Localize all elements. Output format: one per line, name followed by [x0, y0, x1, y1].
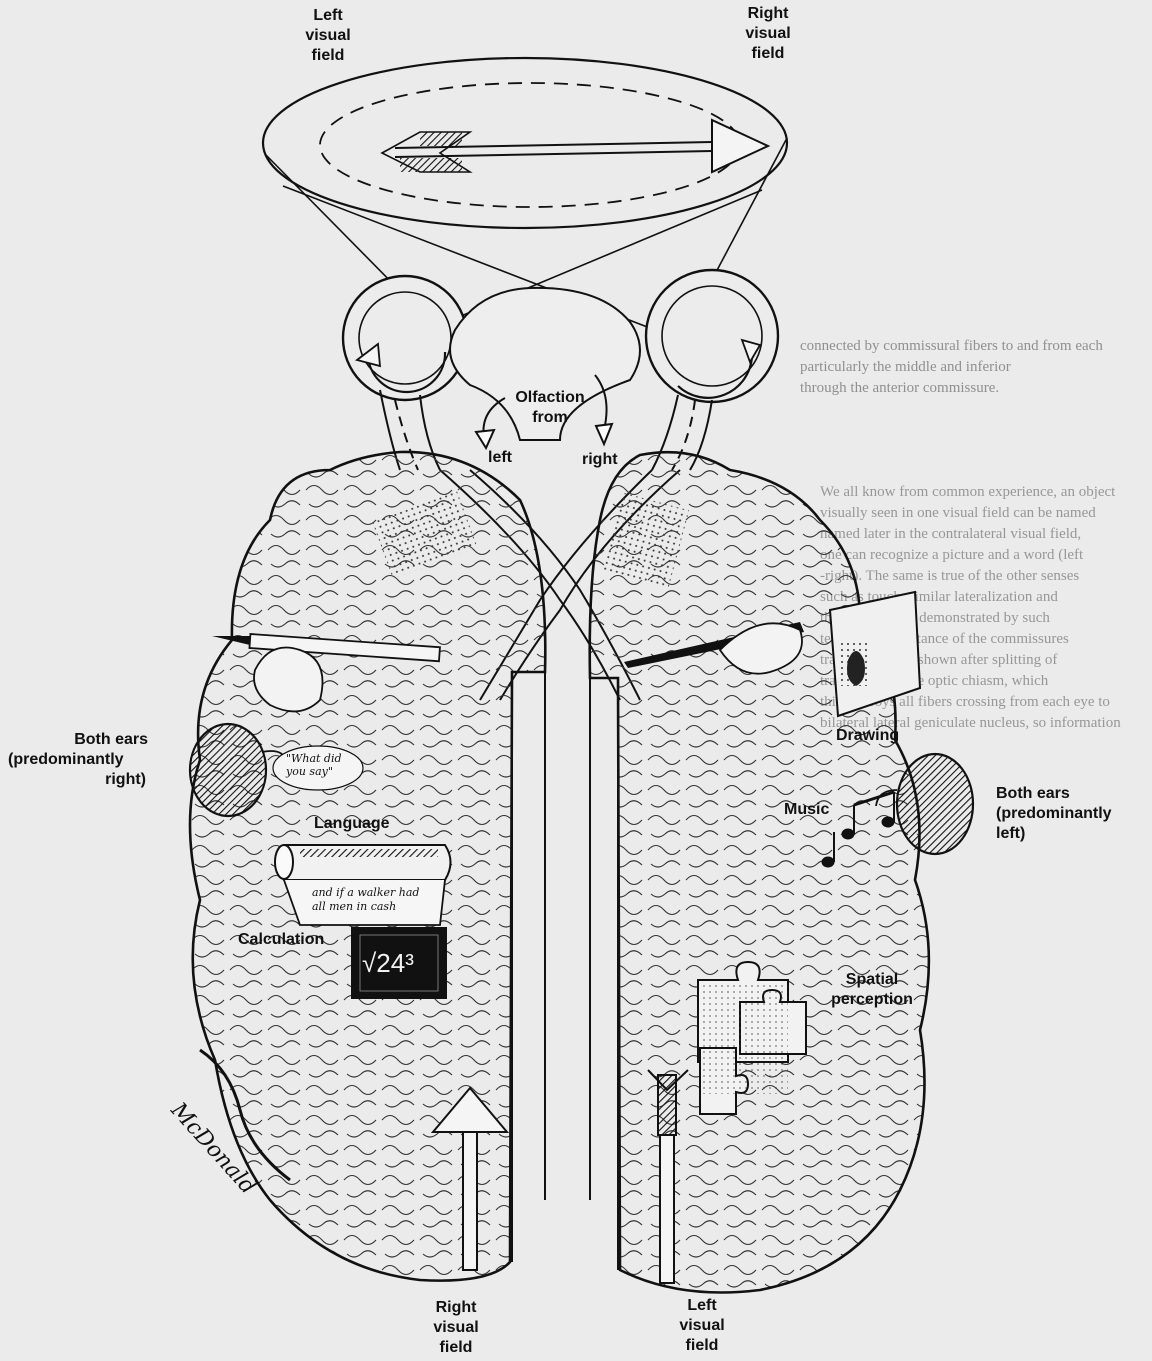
label-line: Right	[418, 1298, 494, 1318]
label-line: visual	[418, 1318, 494, 1338]
label-line: Right	[730, 4, 806, 24]
label-line: (predominantly	[8, 750, 158, 770]
label-line: right)	[8, 770, 158, 790]
label-line: you say"	[286, 765, 342, 778]
speech-bubble-text: "What did you say"	[286, 752, 342, 778]
label-language: Language	[314, 814, 390, 834]
puzzle-texture	[702, 984, 788, 1094]
label-line: Left	[664, 1296, 740, 1316]
label-bottom-left-visual-field: Left visual field	[664, 1296, 740, 1356]
label-top-right-visual-field: Right visual field	[730, 4, 806, 64]
label-spatial-perception: Spatial perception	[822, 970, 922, 1010]
label-line: Both ears	[8, 730, 158, 750]
midline-channels	[512, 672, 618, 1270]
label-drawing: Drawing	[836, 726, 899, 746]
label-olfaction-left: left	[488, 448, 512, 468]
chalkboard-text: √24³	[362, 948, 414, 978]
label-line: Olfaction	[502, 388, 598, 408]
label-music: Music	[784, 800, 829, 820]
label-line: and if a walker had	[312, 886, 419, 900]
label-line: visual	[290, 26, 366, 46]
label-line: Left	[290, 6, 366, 26]
label-line: field	[664, 1336, 740, 1356]
label-calculation: Calculation	[238, 930, 324, 950]
label-olfaction-right: right	[582, 450, 618, 470]
label-line: perception	[822, 990, 922, 1010]
label-line: Both ears	[996, 784, 1126, 804]
label-top-left-visual-field: Left visual field	[290, 6, 366, 66]
visual-field-arrow	[382, 120, 768, 172]
label-line: "What did	[286, 752, 342, 765]
label-olfaction: Olfaction from	[502, 388, 598, 428]
label-line: visual	[730, 24, 806, 44]
label-both-ears-right-hemisphere: Both ears (predominantly left)	[996, 784, 1126, 844]
label-both-ears-left-hemisphere: Both ears (predominantly right)	[8, 730, 158, 790]
label-line: field	[730, 44, 806, 64]
label-line: field	[290, 46, 366, 66]
label-bottom-right-visual-field: Right visual field	[418, 1298, 494, 1358]
scroll-text: and if a walker had all men in cash	[312, 886, 419, 914]
label-line: visual	[664, 1316, 740, 1336]
label-line: from	[502, 408, 598, 428]
label-line: field	[418, 1338, 494, 1358]
left-eye	[343, 276, 467, 400]
label-line: (predominantly	[996, 804, 1126, 824]
label-line: left)	[996, 824, 1126, 844]
right-eye	[646, 270, 778, 402]
label-line: all men in cash	[312, 900, 419, 914]
label-line: Spatial	[822, 970, 922, 990]
canvas-painting	[830, 592, 920, 716]
